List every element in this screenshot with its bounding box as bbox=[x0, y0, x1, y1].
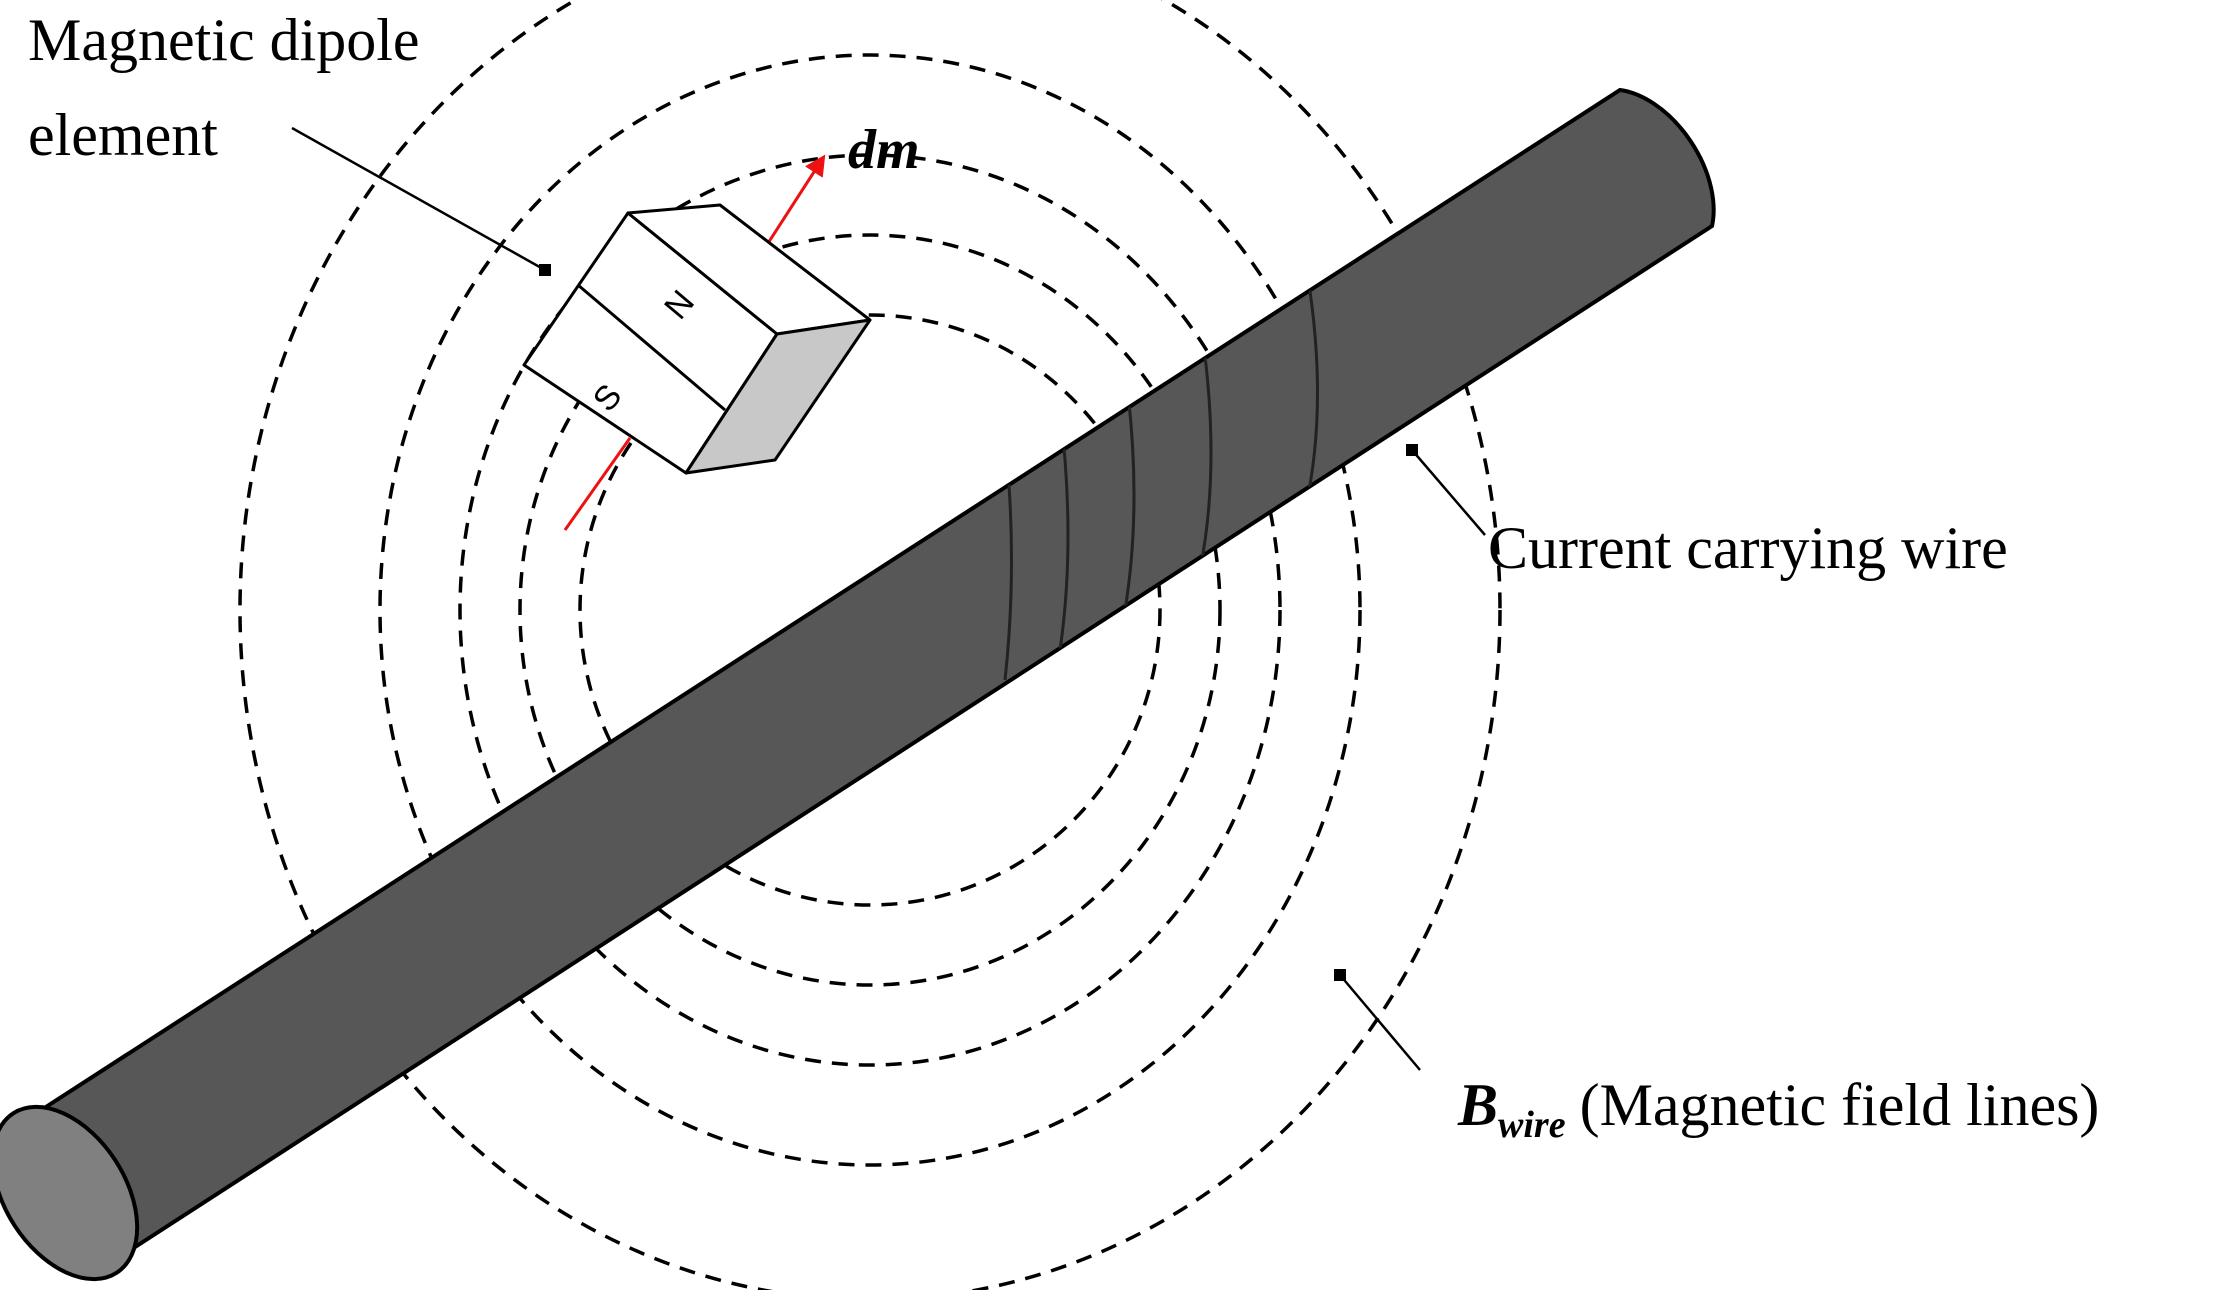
field-line-1 bbox=[578, 313, 1162, 907]
wire-end-cap bbox=[0, 1104, 140, 1282]
field-label-subscript: wire bbox=[1498, 1104, 1566, 1146]
field-label: Bwire (Magnetic field lines) bbox=[1457, 1072, 2099, 1146]
current-carrying-wire bbox=[0, 87, 1716, 1282]
leader-dot-wire bbox=[1406, 444, 1418, 456]
leader-line-field bbox=[1339, 974, 1421, 1071]
moment-arrow-tail bbox=[563, 437, 632, 531]
field-line-4 bbox=[378, 53, 1362, 1167]
field-line-on-wire-5 bbox=[1303, 259, 1319, 511]
magnetic-field-lines bbox=[238, 0, 1502, 1290]
leader-line-wire bbox=[1411, 449, 1486, 536]
field-line-2 bbox=[518, 233, 1222, 987]
field-label-description: (Magnetic field lines) bbox=[1580, 1072, 2100, 1138]
dipole-label-line2: element bbox=[28, 102, 218, 168]
field-label-symbol: B bbox=[1457, 1072, 1498, 1138]
magnet-pole-divider bbox=[577, 283, 726, 412]
wire-body bbox=[15, 87, 1716, 1265]
leader-dot-field bbox=[1334, 969, 1346, 981]
field-line-3 bbox=[458, 153, 1282, 1067]
leader-dot-dipole bbox=[539, 264, 551, 276]
field-line-5 bbox=[238, 0, 1502, 1290]
leader-lines bbox=[291, 126, 1486, 1071]
magnet-side-face bbox=[684, 318, 872, 475]
dipole-label-line1: Magnetic dipole bbox=[28, 7, 420, 73]
leader-line-dipole bbox=[291, 126, 546, 272]
magnetic-dipole-element: N S bbox=[522, 203, 872, 475]
moment-label: dm bbox=[848, 119, 920, 181]
wire-label: Current carrying wire bbox=[1488, 515, 2008, 581]
